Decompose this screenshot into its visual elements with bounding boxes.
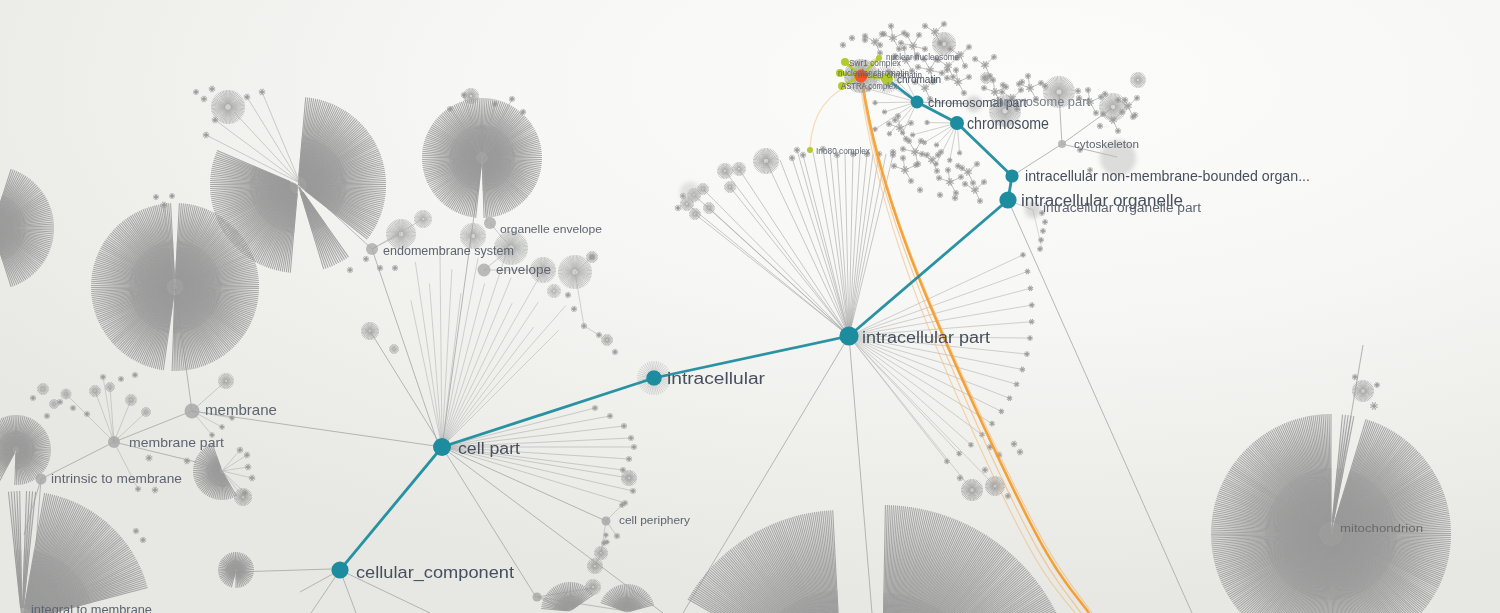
svg-text:cytoskeleton: cytoskeleton: [1074, 138, 1139, 150]
svg-text:ASTRA complex: ASTRA complex: [841, 80, 897, 91]
svg-text:cellular_component: cellular_component: [356, 563, 514, 582]
svg-text:nuclear chromatin: nuclear chromatin: [858, 69, 922, 80]
svg-text:Ino80 complex: Ino80 complex: [816, 145, 870, 156]
svg-text:envelope: envelope: [496, 263, 551, 277]
svg-text:chromosome part: chromosome part: [990, 95, 1091, 109]
svg-text:membrane part: membrane part: [129, 435, 224, 450]
svg-text:organelle envelope: organelle envelope: [500, 223, 602, 235]
svg-text:cell part: cell part: [458, 440, 521, 457]
svg-text:integral to membrane: integral to membrane: [31, 603, 152, 613]
svg-text:mitochondrion: mitochondrion: [1340, 522, 1423, 534]
svg-text:membrane: membrane: [205, 401, 277, 418]
svg-text:intrinsic to membrane: intrinsic to membrane: [51, 471, 182, 486]
svg-text:cell periphery: cell periphery: [619, 514, 691, 526]
svg-text:intracellular: intracellular: [667, 370, 766, 387]
svg-text:intracellular organelle part: intracellular organelle part: [1043, 201, 1202, 215]
svg-text:intracellular part: intracellular part: [862, 329, 991, 346]
svg-text:endomembrane system: endomembrane system: [383, 244, 514, 258]
svg-text:chromosome: chromosome: [967, 115, 1049, 132]
svg-text:intracellular non-membrane-bou: intracellular non-membrane-bounded organ…: [1025, 168, 1310, 184]
